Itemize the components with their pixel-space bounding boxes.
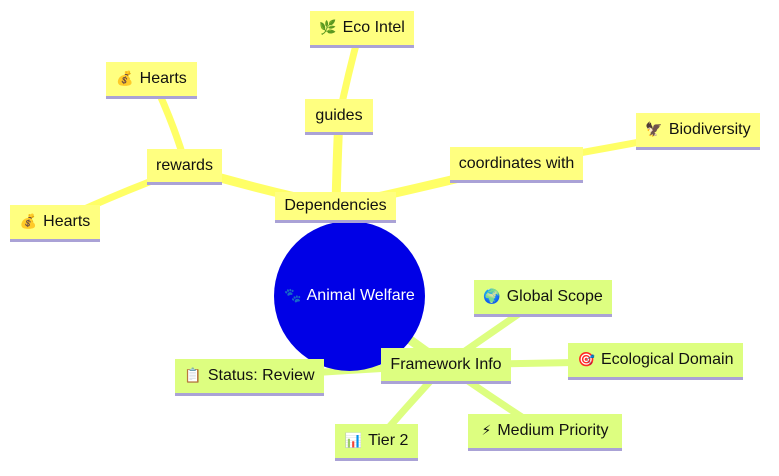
node-medium-priority[interactable]: ⚡ Medium Priority <box>468 414 622 451</box>
node-dependencies[interactable]: Dependencies <box>275 192 396 223</box>
node-guides-label: guides <box>315 106 363 124</box>
node-hearts-left-label: Hearts <box>43 213 91 230</box>
lightning-icon: ⚡ <box>481 423 492 439</box>
node-framework-info-label: Framework Info <box>390 355 502 373</box>
node-rewards-label: rewards <box>156 156 213 174</box>
node-guides[interactable]: guides <box>305 99 373 135</box>
bar-chart-icon: 📊 <box>344 433 363 449</box>
clipboard-icon: 📋 <box>184 368 202 384</box>
node-eco-intel[interactable]: 🌿 Eco Intel <box>310 11 414 48</box>
globe-icon: 🌍 <box>483 289 501 305</box>
node-hearts-top[interactable]: 💰 Hearts <box>106 62 197 99</box>
node-biodiversity-label: Biodiversity <box>668 121 751 138</box>
target-icon: 🎯 <box>577 352 595 368</box>
money-bag-icon: 💰 <box>19 214 38 230</box>
node-medium-priority-label: Medium Priority <box>497 422 609 439</box>
node-tier-label: Tier 2 <box>368 432 409 449</box>
node-eco-intel-label: Eco Intel <box>342 19 405 36</box>
node-status-label: Status: Review <box>207 367 315 384</box>
node-rewards[interactable]: rewards <box>147 149 222 185</box>
node-framework-info[interactable]: Framework Info <box>381 348 511 384</box>
eagle-icon: 🦅 <box>645 122 663 138</box>
paw-prints-icon: 🐾 <box>284 288 302 304</box>
center-node-animal-welfare[interactable]: 🐾 Animal Welfare <box>274 221 425 371</box>
node-hearts-top-label: Hearts <box>139 70 187 87</box>
herb-leaf-icon: 🌿 <box>319 20 337 36</box>
node-tier[interactable]: 📊 Tier 2 <box>335 424 418 461</box>
money-bag-icon: 💰 <box>116 71 134 87</box>
node-coordinates-with[interactable]: coordinates with <box>450 147 583 183</box>
node-global-scope[interactable]: 🌍 Global Scope <box>474 280 612 317</box>
node-global-scope-label: Global Scope <box>506 288 603 305</box>
node-dependencies-label: Dependencies <box>284 197 387 214</box>
center-node-label: Animal Welfare <box>306 287 415 304</box>
node-hearts-left[interactable]: 💰 Hearts <box>10 205 100 242</box>
node-ecological-domain-label: Ecological Domain <box>600 351 734 368</box>
node-coordinates-with-label: coordinates with <box>458 154 575 172</box>
node-ecological-domain[interactable]: 🎯 Ecological Domain <box>568 343 743 380</box>
node-biodiversity[interactable]: 🦅 Biodiversity <box>636 113 760 150</box>
node-status[interactable]: 📋 Status: Review <box>175 359 324 396</box>
